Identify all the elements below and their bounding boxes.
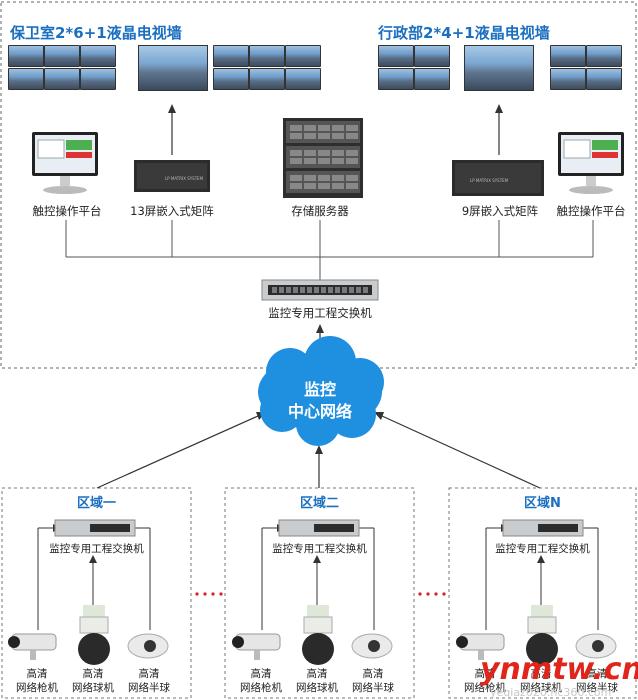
storage-server-icon — [283, 118, 363, 198]
zone-switch-icon — [54, 519, 136, 537]
core-switch-icon — [261, 279, 379, 301]
speed-dome-camera-icon — [78, 605, 110, 665]
tv-screen — [285, 45, 321, 67]
camera-label-line1: 高清 — [250, 668, 272, 680]
cloud-icon — [258, 336, 384, 446]
camera-label-line1: 高清 — [362, 668, 384, 680]
bullet-camera-icon — [232, 633, 281, 660]
dome-camera-icon — [575, 633, 617, 659]
watermark: ynmtw.cn — [480, 652, 638, 687]
speed-dome-camera-icon — [526, 605, 558, 665]
tv-screen-large — [138, 45, 208, 91]
zone-switch-icon — [502, 519, 584, 537]
touch-console-left-icon — [32, 132, 98, 194]
camera-label-line2: 网络枪机 — [464, 682, 506, 694]
tv-screen — [285, 68, 321, 90]
tv-screen — [378, 68, 414, 90]
camera-label-line1: 高清 — [530, 668, 552, 680]
svg-text:LP MATRIX SYSTEM: LP MATRIX SYSTEM — [470, 178, 509, 183]
zone-title: 区域二 — [299, 496, 339, 511]
zone-switch-label: 监控专用工程交换机 — [272, 543, 367, 555]
tv-screen — [249, 68, 285, 90]
left-matrix-label: 13屏嵌入式矩阵 — [130, 204, 214, 218]
tv-screen-large — [464, 45, 534, 91]
matrix-9-icon: LP MATRIX SYSTEM — [452, 160, 544, 196]
camera-label-line1: 高清 — [138, 668, 160, 680]
tv-screen — [249, 45, 285, 67]
tv-screen — [213, 45, 249, 67]
tv-screen — [586, 45, 622, 67]
bullet-camera-icon — [456, 633, 505, 660]
cloud-line-2: 中心网络 — [287, 402, 352, 421]
matrix-13-icon: LP MATRIX SYSTEM — [134, 160, 210, 192]
speed-dome-camera-icon — [302, 605, 334, 665]
svg-text:LP MATRIX SYSTEM: LP MATRIX SYSTEM — [165, 176, 204, 181]
camera-label-line2: 网络球机 — [72, 682, 114, 694]
watermark-sub: yeqiaz020.hc360.com — [490, 686, 612, 699]
zone-title: 区域N — [524, 496, 561, 511]
tv-screen — [378, 45, 414, 67]
tv-screen — [414, 45, 450, 67]
right-matrix-label: 9屏嵌入式矩阵 — [461, 204, 539, 218]
camera-label-line2: 网络枪机 — [240, 682, 282, 694]
cloud-line-1: 监控 — [303, 380, 336, 399]
tv-screen — [213, 68, 249, 90]
zone-switch-icon — [278, 519, 360, 537]
tv-screen — [550, 45, 586, 67]
camera-label-line2: 网络球机 — [520, 682, 562, 694]
camera-label-line1: 高清 — [82, 668, 104, 680]
tv-screen — [414, 68, 450, 90]
tv-screen — [8, 45, 44, 67]
camera-label-line2: 网络球机 — [296, 682, 338, 694]
dome-camera-icon — [127, 633, 169, 659]
storage-server-label: 存储服务器 — [291, 204, 349, 218]
camera-label-line2: 网络半球 — [576, 682, 618, 694]
bullet-camera-icon — [8, 633, 57, 660]
core-switch-label: 监控专用工程交换机 — [268, 306, 372, 320]
zone-switch-label: 监控专用工程交换机 — [49, 543, 144, 555]
camera-label-line2: 网络半球 — [352, 682, 394, 694]
tv-screen — [586, 68, 622, 90]
touch-console-right-icon — [558, 132, 624, 194]
zone-switch-label: 监控专用工程交换机 — [495, 543, 590, 555]
right-console-label: 触控操作平台 — [556, 204, 626, 218]
tv-screen — [550, 68, 586, 90]
tv-screen — [44, 68, 80, 90]
zone-title: 区域一 — [76, 496, 116, 511]
camera-label-line2: 网络枪机 — [16, 682, 58, 694]
tv-screen — [80, 68, 116, 90]
tv-screen — [44, 45, 80, 67]
dome-camera-icon — [351, 633, 393, 659]
tv-screen — [80, 45, 116, 67]
left-tv-wall-title: 保卫室2*6+1液晶电视墙 — [10, 24, 182, 42]
camera-label-line1: 高清 — [586, 668, 608, 680]
camera-label-line1: 高清 — [474, 668, 496, 680]
camera-label-line1: 高清 — [26, 668, 48, 680]
camera-label-line1: 高清 — [306, 668, 328, 680]
right-tv-wall-title: 行政部2*4+1液晶电视墙 — [378, 24, 550, 42]
camera-label-line2: 网络半球 — [128, 682, 170, 694]
tv-screen — [8, 68, 44, 90]
left-console-label: 触控操作平台 — [32, 204, 102, 218]
